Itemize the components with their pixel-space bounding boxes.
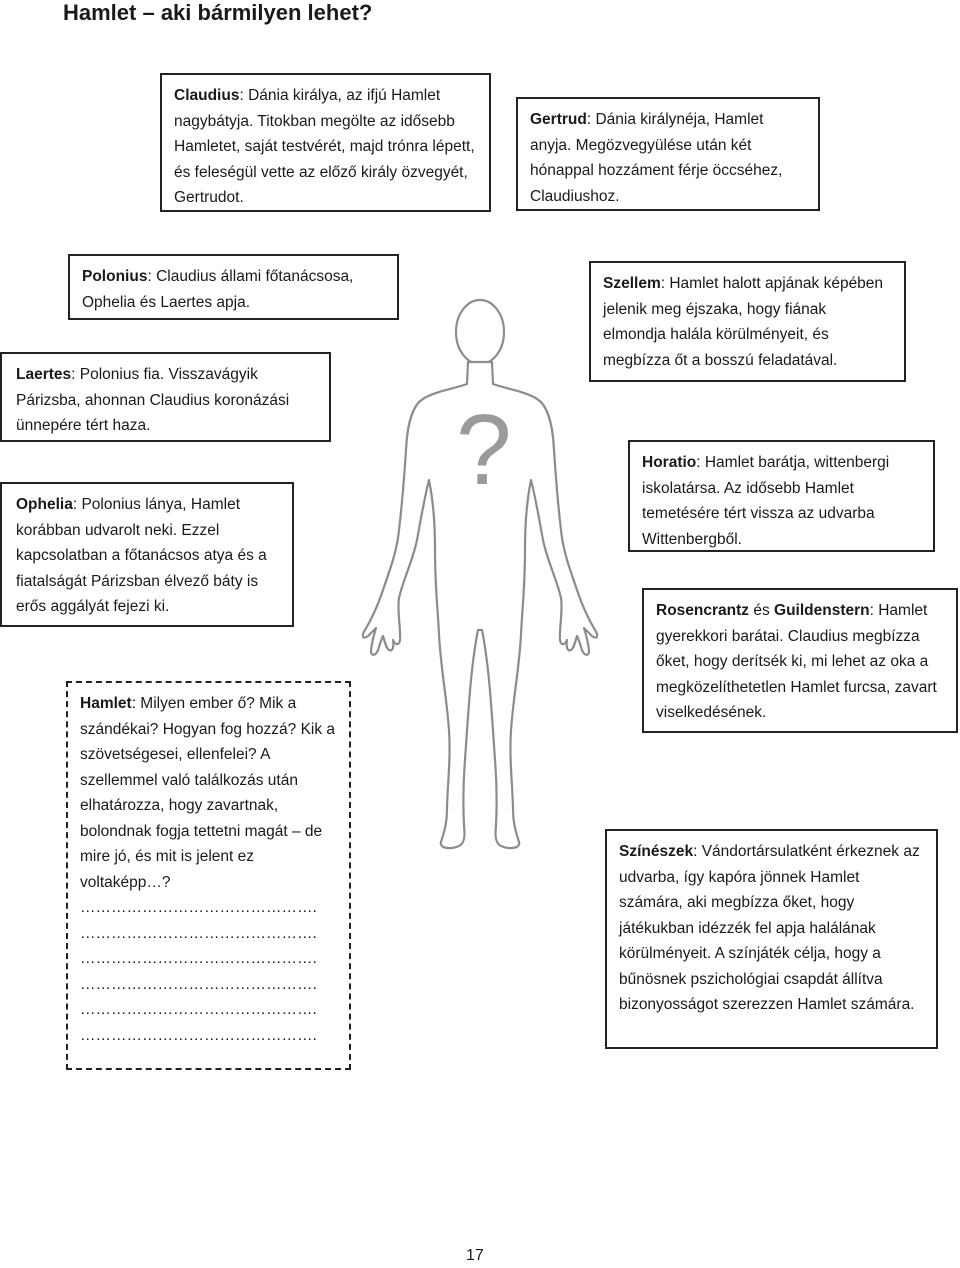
horatio-box: Horatio: Hamlet barátja, wittenbergi isk… (628, 440, 935, 552)
laertes-name: Laertes (16, 366, 72, 383)
hamlet-dots-line: ………………………………………. (80, 1026, 317, 1044)
szellem-name: Szellem (603, 275, 661, 292)
rosencrantz-guildenstern-box: Rosencrantz és Guildenstern: Hamlet gyer… (642, 588, 958, 733)
polonius-text: : Claudius állami főtanácsosa, Ophelia é… (82, 268, 354, 311)
hamlet-box: Hamlet: Milyen ember ő? Mik a szándékai?… (66, 681, 351, 1070)
gertrud-text: : Dánia királynéja, Hamlet anyja. Megözv… (530, 111, 783, 205)
gertrud-name: Gertrud (530, 111, 587, 128)
szellem-text: : Hamlet halott apjának képében jelenik … (603, 275, 884, 369)
szineszek-box: Színészek: Vándortársulatként érkeznek a… (605, 829, 938, 1049)
polonius-name: Polonius (82, 268, 148, 285)
rosencrantz-name: Rosencrantz (656, 602, 750, 619)
ophelia-text: : Polonius lánya, Hamlet korábban udvaro… (16, 496, 267, 615)
claudius-name: Claudius (174, 87, 240, 104)
guildenstern-name: Guildenstern (774, 602, 870, 619)
hamlet-text: : Milyen ember ő? Mik a szándékai? Hogya… (80, 695, 336, 891)
gertrud-box: Gertrud: Dánia királynéja, Hamlet anyja.… (516, 97, 820, 211)
szineszek-name: Színészek (619, 843, 694, 860)
hamlet-dots-line: ………………………………………. (80, 975, 317, 993)
question-mark: ? (456, 394, 512, 506)
claudius-box: Claudius: Dánia királya, az ifjú Hamlet … (160, 73, 491, 212)
laertes-text: : Polonius fia. Visszavágyik Párizsba, a… (16, 366, 290, 434)
szineszek-text: : Vándortársulatként érkeznek az udvarba… (619, 843, 920, 1013)
horatio-name: Horatio (642, 454, 697, 471)
hamlet-dots-line: ………………………………………. (80, 950, 317, 967)
page-number: 17 (466, 1247, 484, 1264)
claudius-text: : Dánia királya, az ifjú Hamlet nagybáty… (174, 87, 475, 206)
hamlet-name: Hamlet (80, 695, 132, 712)
human-figure-outline (361, 298, 599, 850)
page-title: Hamlet – aki bármilyen lehet? (63, 0, 373, 25)
hamlet-dots-line: ………………………………………. (80, 924, 317, 942)
ophelia-box: Ophelia: Polonius lánya, Hamlet korábban… (0, 482, 294, 627)
horatio-text: : Hamlet barátja, wittenbergi iskolatárs… (642, 454, 890, 548)
rosencrantz-text: : Hamlet gyerekkori barátai. Claudius me… (656, 602, 937, 721)
ophelia-name: Ophelia (16, 496, 73, 513)
laertes-box: Laertes: Polonius fia. Visszavágyik Pári… (0, 352, 331, 442)
hamlet-dots-line: ………………………………………. (80, 899, 317, 916)
hamlet-dots-line: ………………………………………. (80, 1001, 317, 1018)
szellem-box: Szellem: Hamlet halott apjának képében j… (589, 261, 906, 382)
polonius-box: Polonius: Claudius állami főtanácsosa, O… (68, 254, 399, 320)
rosencrantz-and: és (749, 602, 775, 619)
